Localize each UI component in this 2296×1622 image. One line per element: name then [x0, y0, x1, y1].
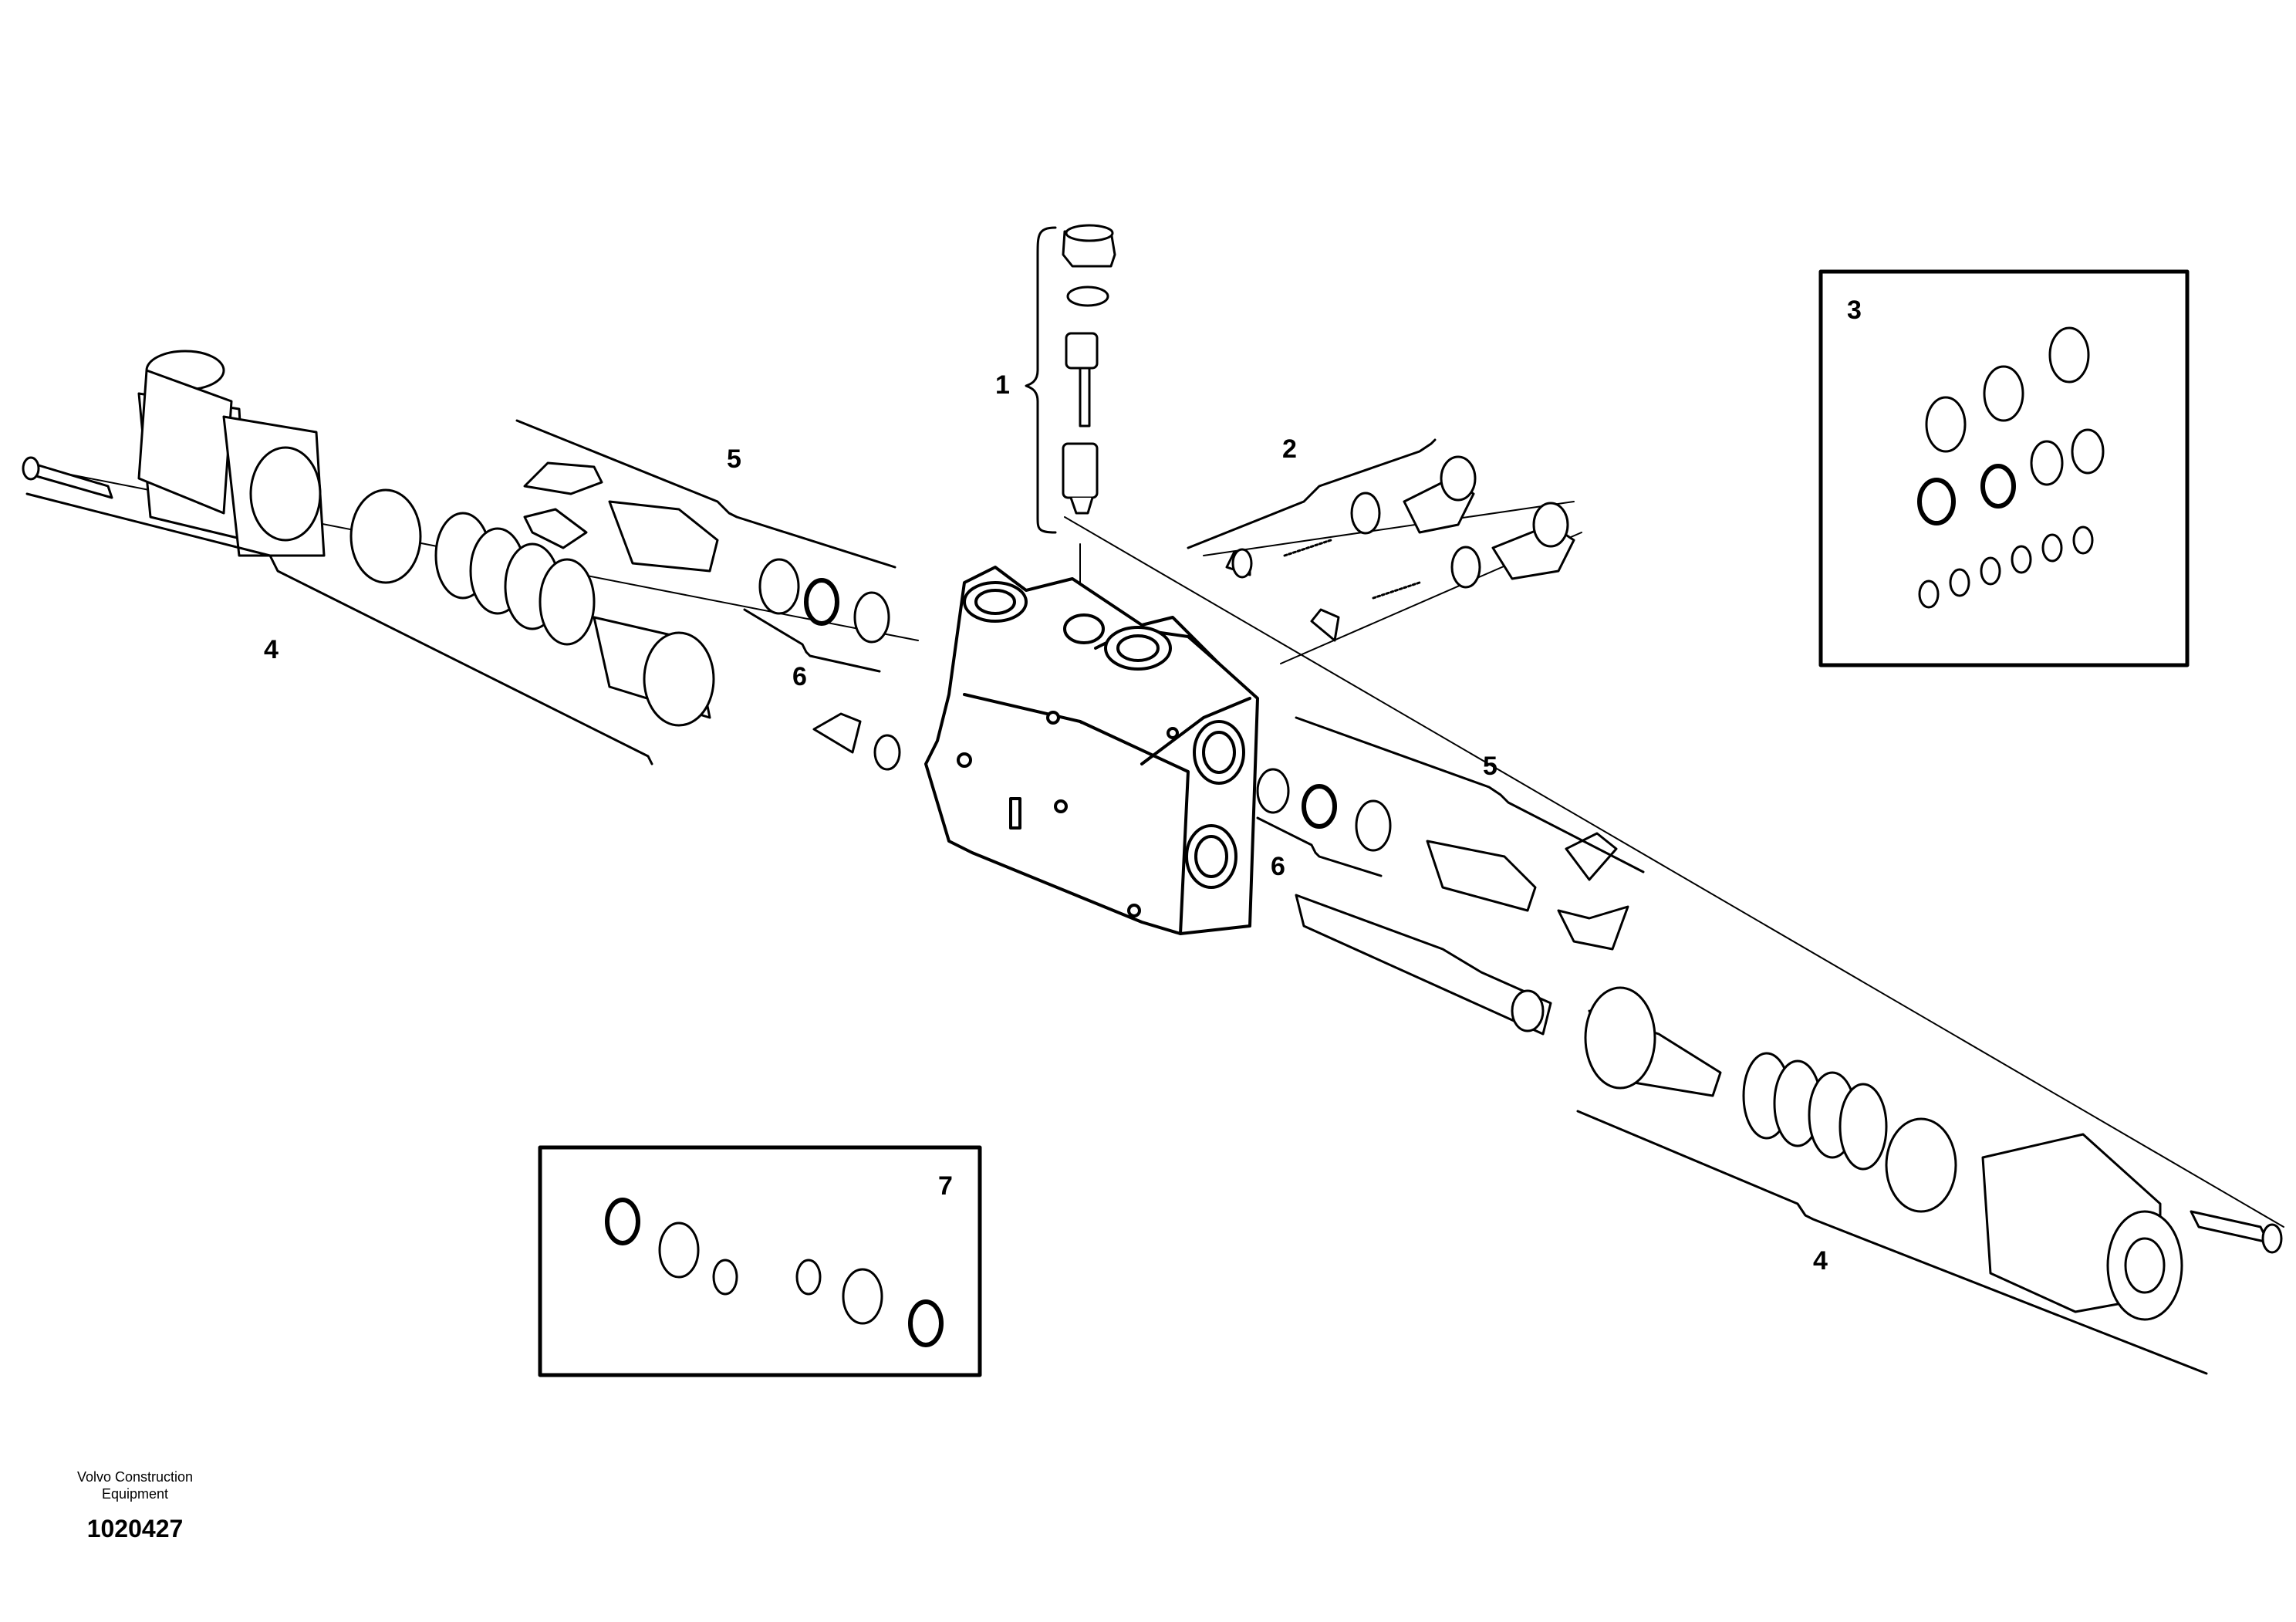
item-2-parts: [1225, 455, 1575, 642]
callout-item-3: 3: [1847, 296, 1862, 325]
callout-item-4-left: 4: [264, 635, 279, 664]
item-7-seal-kit-box: [538, 1145, 982, 1377]
bracket-item-5-top: [515, 419, 896, 569]
item-4-left-parts: [22, 350, 715, 727]
item-4-right-parts: [1584, 986, 2283, 1321]
callout-item-6-left: 6: [792, 662, 807, 691]
organization-label: Volvo Construction Equipment: [76, 1469, 194, 1502]
bracket-item-1: [1025, 226, 1057, 534]
bracket-item-6-left: [743, 608, 881, 673]
bracket-item-6-right: [1256, 816, 1383, 877]
callout-item-6-right: 6: [1271, 852, 1285, 881]
item-5-right-parts: [1256, 768, 1629, 1036]
callout-item-5-top: 5: [727, 444, 741, 474]
item-5-top-parts: [523, 461, 901, 771]
callout-item-4-right: 4: [1813, 1246, 1828, 1276]
callout-item-1: 1: [995, 370, 1010, 400]
bracket-item-4-left: [25, 492, 653, 765]
bracket-item-5-right: [1295, 716, 1645, 874]
document-number: 1020427: [86, 1515, 184, 1543]
bracket-item-4-right: [1576, 1110, 2208, 1375]
valve-body: [924, 566, 1259, 935]
item-3-seal-kit-box: [1818, 269, 2190, 667]
callout-item-5-right: 5: [1483, 752, 1497, 781]
callout-item-2: 2: [1282, 434, 1297, 464]
item-1-parts: [1062, 224, 1116, 515]
bracket-item-2: [1187, 438, 1437, 549]
callout-item-7: 7: [938, 1171, 953, 1201]
